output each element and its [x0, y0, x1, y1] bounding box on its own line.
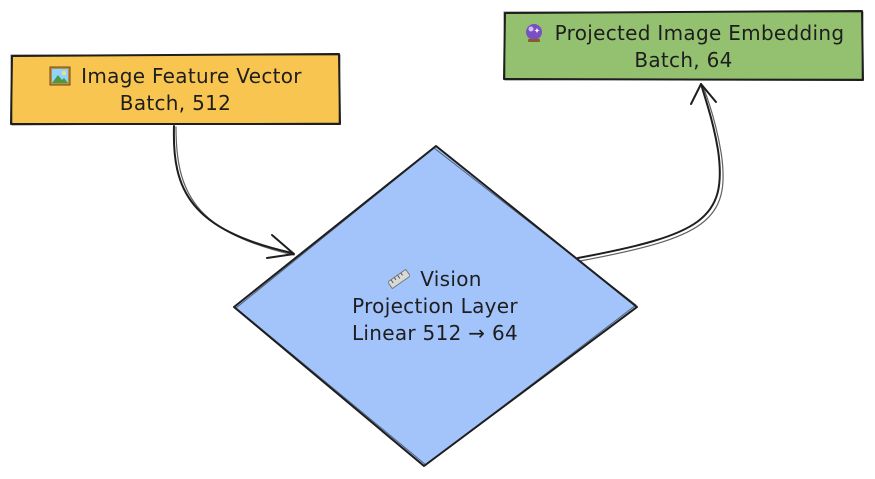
input-node-label: Image Feature Vector Batch, 512 [12, 56, 339, 124]
edge-projection-to-output [577, 83, 724, 262]
projection-title: Vision [420, 266, 482, 291]
arrowhead [690, 83, 717, 105]
ruler-icon [388, 268, 411, 289]
edge-input-to-projection [172, 125, 295, 259]
projection-node-label: Vision Projection Layer Linear 512 → 64 [300, 262, 570, 350]
input-title: Image Feature Vector [81, 64, 302, 88]
arrowhead [266, 234, 295, 259]
input-node[interactable] [10, 53, 341, 126]
projection-node[interactable] [233, 145, 638, 467]
input-subtitle: Batch, 512 [119, 91, 232, 115]
output-subtitle: Batch, 64 [634, 47, 733, 72]
output-node[interactable] [503, 10, 864, 81]
output-title: Projected Image Embedding [554, 20, 845, 45]
projection-line3: Linear 512 → 64 [351, 320, 519, 345]
crystal-ball-icon [525, 23, 542, 42]
projection-line2: Projection Layer [352, 293, 518, 318]
framed-picture-icon [49, 66, 71, 86]
output-title-line: Projected Image Embedding [523, 20, 845, 47]
projection-title-line: Vision [388, 266, 482, 293]
output-node-label: Projected Image Embedding Batch, 64 [505, 13, 862, 80]
input-title-line: Image Feature Vector [49, 63, 302, 90]
